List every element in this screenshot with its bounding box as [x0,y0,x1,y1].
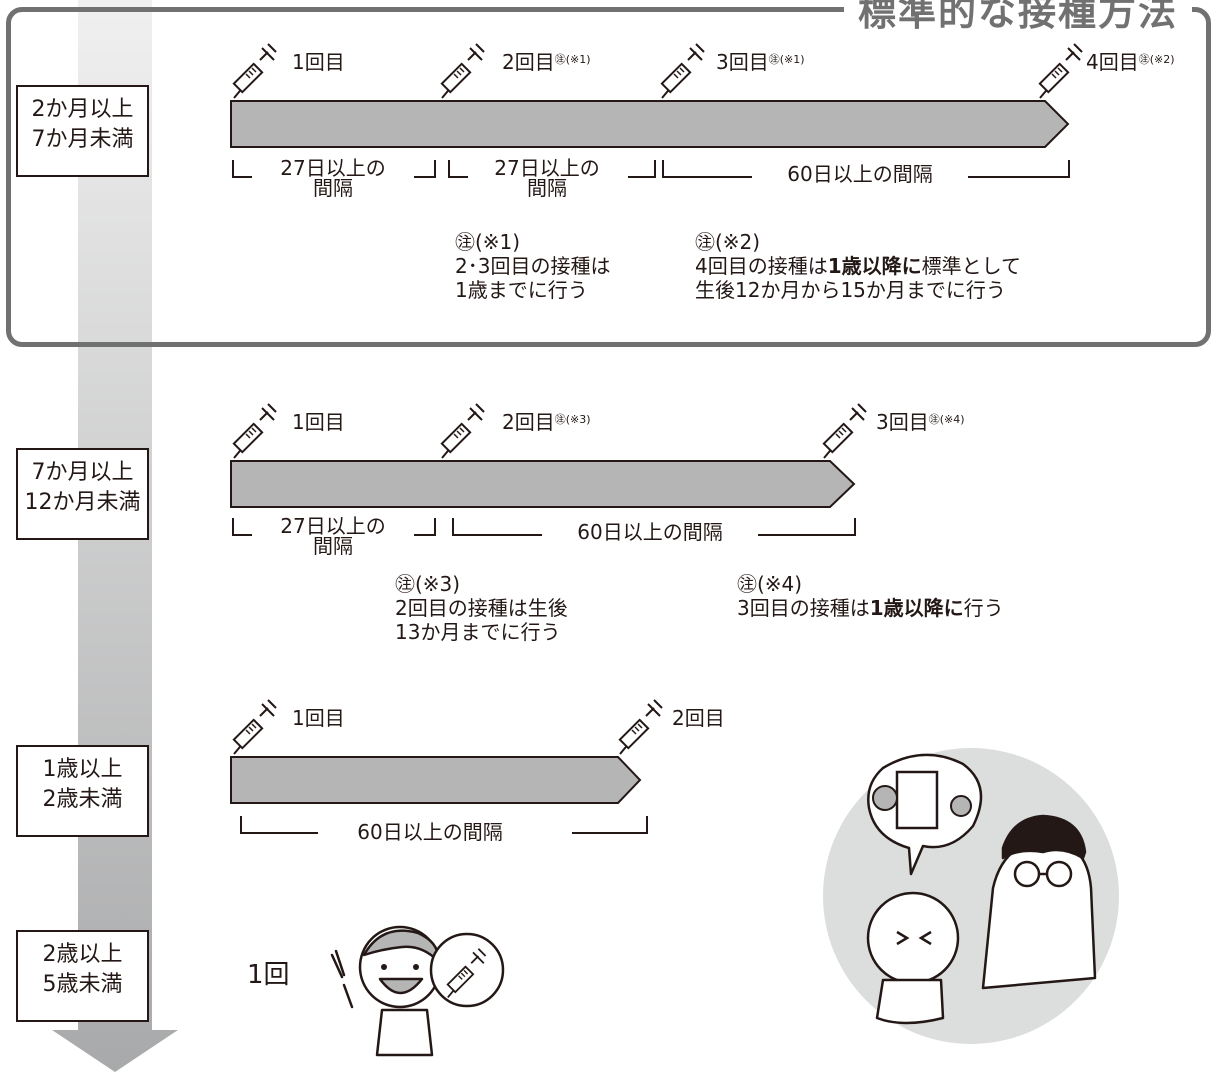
interval-label: 27日以上の間隔 [280,514,386,558]
syringe-icon [1038,43,1083,99]
footnote-1: ㊟(※1) 2･3回目の接種は 1歳までに行う [455,230,611,302]
dose-1-label: 1回目 [292,706,345,730]
interval-bracket [968,160,1070,178]
timeline-bar [230,460,856,508]
age-label-7-12-months: 7か月以上 12か月未満 [16,448,149,540]
interval-bracket [414,518,436,536]
interval-bracket [662,160,752,178]
dose-2-label: 2回目㊟(※3) [502,410,591,434]
interval-bracket [628,160,656,178]
dose-3-label: 3回目㊟(※1) [716,50,805,74]
dose-3-label: 3回目㊟(※4) [876,410,965,434]
doctor-and-baby-illustration [866,753,1097,1025]
timeline-bar [230,756,642,804]
dose-2-label: 2回目 [672,706,725,730]
interval-bracket [414,160,436,178]
syringe-icon [618,699,663,755]
age-label-2-7-months: 2か月以上 7か月未満 [16,85,149,177]
dose-1-label: 1回目 [292,410,345,434]
interval-bracket [758,518,856,536]
syringe-icon [660,43,705,99]
interval-bracket [240,816,318,834]
age-label-1-2-years: 1歳以上 2歳未満 [16,745,149,837]
interval-label: 27日以上の間隔 [280,156,386,200]
interval-label: 60日以上の間隔 [357,820,503,844]
interval-bracket [572,816,648,834]
age-label-2-5-years: 2歳以上 5歳未満 [16,930,149,1022]
footnote-2: ㊟(※2) 4回目の接種は1歳以降に標準として 生後12か月から15か月までに行… [695,230,1022,302]
section-title: 標準的な接種方法 [843,0,1192,34]
timeline-bar [230,100,1070,148]
dose-4-label: 4回目㊟(※2) [1086,50,1175,74]
footnote-3: ㊟(※3) 2回目の接種は生後 13か月までに行う [395,572,568,644]
interval-label: 60日以上の間隔 [577,520,723,544]
interval-bracket [448,160,468,178]
interval-label: 60日以上の間隔 [787,162,933,186]
interval-bracket [232,160,252,178]
standard-schedule-frame: 標準的な接種方法 [6,0,1211,347]
syringe-icon [232,403,277,459]
dose-2-label: 2回目㊟(※1) [502,50,591,74]
syringe-icon [822,403,867,459]
dose-1-label: 1回目 [292,50,345,74]
syringe-icon [440,43,485,99]
syringe-icon [232,699,277,755]
interval-bracket [232,518,252,536]
child-illustration [330,925,505,1057]
interval-label: 27日以上の間隔 [494,156,600,200]
syringe-icon [232,43,277,99]
syringe-icon [440,403,485,459]
footnote-4: ㊟(※4) 3回目の接種は1歳以降に行う [737,572,1004,620]
interval-bracket [452,518,542,536]
single-dose-label: 1回 [247,960,290,990]
